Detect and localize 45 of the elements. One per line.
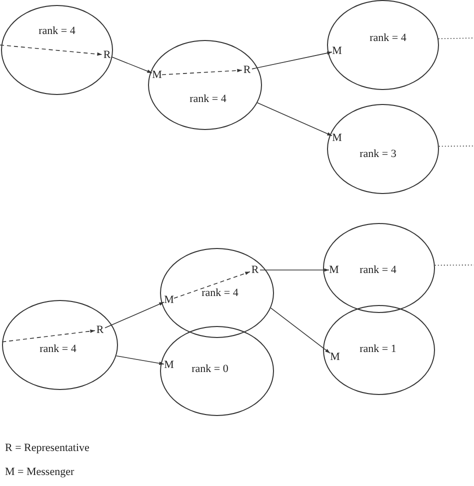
- rank-label: rank = 4: [190, 93, 226, 105]
- rank-label: rank = 4: [40, 343, 76, 355]
- node-ellipse: [327, 0, 439, 90]
- arrow: [116, 355, 164, 365]
- dashed-arrow: [2, 330, 96, 342]
- node-ellipse: [323, 223, 435, 313]
- node-ellipse: [160, 326, 274, 416]
- rank-label: rank = 4: [360, 264, 396, 276]
- role-letter: M: [164, 359, 174, 371]
- node-ellipse: [327, 104, 439, 194]
- rank-label: rank = 3: [360, 148, 396, 160]
- node-ellipse: [1, 5, 113, 95]
- role-letter: M: [330, 351, 340, 363]
- role-letter: M: [332, 45, 342, 57]
- rank-label: rank = 1: [360, 343, 396, 355]
- arrow: [270, 308, 330, 354]
- dotted-line: [434, 264, 474, 266]
- legend-note: R = Representative: [5, 442, 90, 454]
- arrow: [104, 302, 164, 328]
- arrow: [260, 268, 330, 272]
- role-letter: R: [103, 49, 111, 61]
- rank-label: rank = 4: [38, 25, 76, 37]
- role-letter: M: [152, 69, 162, 81]
- rank-label: rank = 4: [370, 32, 406, 44]
- dashed-arrow: [0, 44, 102, 56]
- role-letter: M: [332, 132, 342, 144]
- arrow: [256, 102, 332, 136]
- node-ellipse: [2, 300, 118, 390]
- role-letter: R: [96, 324, 104, 336]
- role-letter: R: [251, 264, 259, 276]
- node-ellipse: [148, 40, 262, 130]
- node-ellipse: [323, 305, 435, 395]
- dashed-arrow: [174, 271, 250, 299]
- role-letter: R: [243, 64, 251, 76]
- arrow: [252, 51, 332, 70]
- arrow: [112, 56, 152, 74]
- dashed-arrow: [162, 68, 242, 76]
- rank-label: rank = 4: [202, 287, 238, 299]
- role-letter: M: [164, 294, 174, 306]
- role-letter: M: [329, 264, 339, 276]
- node-ellipse: [160, 248, 274, 338]
- dotted-line: [438, 38, 474, 40]
- rank-label: rank = 0: [192, 363, 228, 375]
- dotted-line: [438, 146, 474, 147]
- legend-note: M = Messenger: [5, 466, 74, 478]
